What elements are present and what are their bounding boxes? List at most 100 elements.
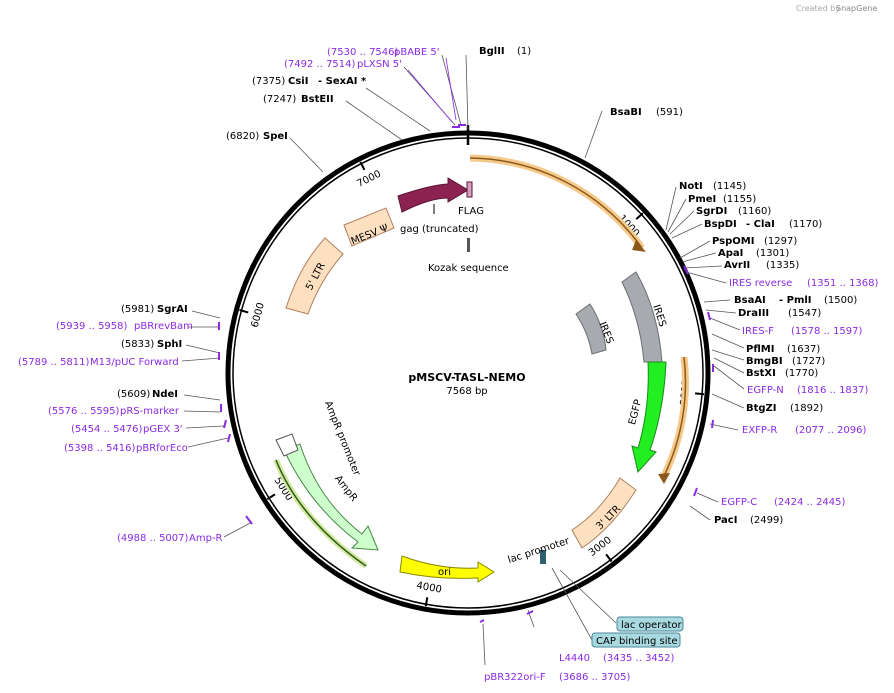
left-label-name-6[interactable]: pBRrevBam: [134, 321, 193, 332]
ampr-feature: [283, 443, 379, 551]
kozak-label: Kozak sequence: [428, 263, 509, 274]
left-label-name-1[interactable]: pLXSN 5': [357, 59, 402, 70]
plasmid-length: 7568 bp: [446, 386, 487, 397]
right-label-name-14[interactable]: BmgBI: [746, 356, 783, 367]
left-label-name-13[interactable]: Amp-R: [189, 533, 223, 544]
right-label-name-5[interactable]: BspDI: [704, 219, 737, 230]
right-label-name-4[interactable]: SgrDI: [696, 206, 727, 217]
egfp-feature: [631, 361, 667, 474]
bottom-label-name-0[interactable]: L4440: [559, 653, 590, 664]
tick-6000: [239, 309, 249, 314]
right-label-pos-1: (591): [656, 107, 683, 118]
right-label-pos-5: (1170): [789, 219, 822, 230]
egfp-label: EGFP: [627, 398, 644, 426]
right-label-name-6[interactable]: PspOMI: [712, 236, 754, 247]
right-label-pos-12: (1578 .. 1597): [791, 326, 863, 337]
orf-arc-1: [469, 157, 643, 249]
bottom-label-name-1[interactable]: pBR322ori-F: [484, 672, 546, 683]
right-label-name-16[interactable]: EGFP-N: [747, 385, 784, 396]
right-label-name-2[interactable]: NotI: [679, 181, 703, 192]
left-label-pos-11: (5454 .. 5476): [71, 424, 143, 435]
right-label-name-12[interactable]: IRES-F: [742, 326, 774, 337]
right-label-name-19[interactable]: EGFP-C: [721, 497, 757, 508]
left-label-name-4[interactable]: SpeI: [263, 131, 288, 142]
tick-5000: [266, 493, 276, 500]
ltr5-feature: [285, 237, 344, 315]
flag-label: FLAG: [458, 206, 484, 217]
left-label-pos-5: (5981): [121, 304, 154, 315]
left-label-name-0[interactable]: pBABE 5': [394, 47, 440, 58]
left-label-name-11[interactable]: pGEX 3': [143, 424, 183, 435]
plasmid-name: pMSCV-TASL-NEMO: [408, 371, 525, 384]
right-label-name-20[interactable]: PacI: [714, 515, 737, 526]
right-label-name-7[interactable]: ApaI: [718, 248, 743, 259]
right-label-group: BglII (1) BsaBI (591) NotI (1145) PmeI (…: [479, 46, 879, 526]
left-label-pos-12: (5398 .. 5416): [64, 443, 136, 454]
ori-label: ori: [438, 567, 451, 578]
right-label-pos-18: (2077 .. 2096): [795, 425, 867, 436]
right-label-name-13[interactable]: PflMI: [746, 344, 774, 355]
left-label-pos-2: (7375): [252, 76, 285, 87]
gag-label: gag (truncated): [400, 224, 479, 235]
ltr3-feature: [571, 477, 637, 549]
tick-label-6000: 6000: [250, 301, 267, 328]
right-label-name-18[interactable]: EXFP-R: [742, 425, 777, 436]
ampr-promoter-label: AmpR promoter: [322, 400, 362, 479]
left-label-extra-2[interactable]: - SexAI *: [318, 76, 367, 87]
ampr-orf: [275, 459, 367, 567]
tick-label-7000: 7000: [355, 169, 383, 190]
left-label-name-7[interactable]: SphI: [157, 339, 182, 350]
right-label-pos-20: (2499): [750, 515, 783, 526]
orf-arc-1-outline: [469, 154, 645, 251]
right-label-pos-3: (1155): [723, 194, 756, 205]
tick-3000: [605, 553, 613, 563]
kozak-feature: [467, 238, 470, 252]
right-label-pos-11: (1547): [788, 308, 821, 319]
right-label-name-15[interactable]: BstXI: [746, 368, 776, 379]
right-label-pos-7: (1301): [756, 248, 789, 259]
right-label-name-9[interactable]: IRES reverse: [729, 278, 792, 289]
lac-promoter-label: lac promoter: [507, 535, 572, 566]
right-label-name-1[interactable]: BsaBI: [610, 107, 642, 118]
right-label-pos-8: (1335): [766, 260, 799, 271]
right-label-extra-10[interactable]: - PmlI: [779, 295, 812, 306]
right-label-pos-10: (1500): [824, 295, 857, 306]
right-label-name-10[interactable]: BsaAI: [734, 295, 766, 306]
lac-operator-label: lac operator: [621, 620, 682, 631]
left-label-name-2[interactable]: CsiI: [288, 76, 308, 87]
left-label-name-5[interactable]: SgrAI: [157, 304, 188, 315]
right-label-pos-2: (1145): [713, 181, 746, 192]
right-label-name-3[interactable]: PmeI: [688, 194, 716, 205]
left-label-pos-13: (4988 .. 5007): [117, 533, 189, 544]
primer-marks: [218, 124, 714, 623]
bottom-label-pos-0: (3435 .. 3452): [603, 653, 675, 664]
left-label-pos-8: (5789 .. 5811): [18, 357, 90, 368]
right-label-extra-5[interactable]: - ClaI: [746, 219, 775, 230]
cap-binding-site-box[interactable]: [591, 632, 681, 648]
snapgene-brand: SnapGene: [836, 4, 877, 13]
lac-operator-box[interactable]: [616, 616, 684, 632]
ampr-promoter-feature: [275, 433, 299, 457]
right-label-name-8[interactable]: AvrII: [724, 260, 750, 271]
cap-binding-site-label: CAP binding site: [596, 636, 678, 647]
tick-7000: [359, 161, 366, 171]
right-label-name-17[interactable]: BtgZI: [746, 403, 777, 414]
tick-label-4000: 4000: [416, 580, 443, 595]
right-label-name-11[interactable]: DraIII: [738, 308, 769, 319]
right-label-pos-4: (1160): [738, 206, 771, 217]
left-label-pos-6: (5939 .. 5958): [56, 321, 128, 332]
bottom-label-pos-1: (3686 .. 3705): [559, 672, 631, 683]
left-label-name-9[interactable]: NdeI: [152, 389, 178, 400]
left-label-pos-9: (5609): [117, 389, 150, 400]
left-label-pos-7: (5833): [121, 339, 154, 350]
right-leaders: [482, 186, 745, 666]
right-label-name-0[interactable]: BglII: [479, 46, 505, 57]
left-label-pos-3: (7247): [263, 94, 296, 105]
left-label-name-8[interactable]: M13/pUC Forward: [90, 357, 179, 368]
tick-1000: [635, 212, 644, 220]
left-label-name-10[interactable]: pRS-marker: [120, 406, 180, 417]
left-label-pos-4: (6820): [226, 131, 259, 142]
left-label-pos-10: (5576 .. 5595): [48, 406, 120, 417]
left-label-name-12[interactable]: pBRforEco: [136, 443, 188, 454]
left-label-name-3[interactable]: BstEII: [301, 94, 334, 105]
